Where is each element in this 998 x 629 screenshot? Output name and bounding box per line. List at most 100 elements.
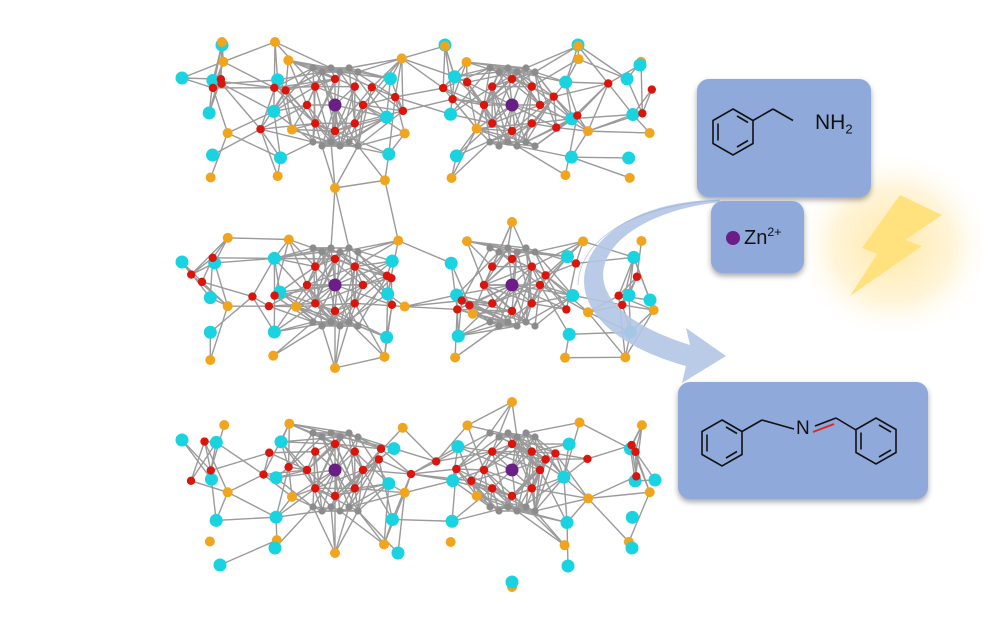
lattice-bond: [213, 262, 229, 307]
lattice-atom-red: [350, 262, 359, 271]
lattice-bond: [404, 299, 462, 308]
lattice-atom-orange: [222, 128, 233, 139]
lattice-atom-cyan: [175, 433, 189, 447]
lattice-bond: [395, 87, 444, 98]
lattice-bond: [357, 275, 388, 327]
lattice-atom-gray: [318, 507, 326, 515]
lattice-atom-red: [571, 259, 581, 268]
lattice-bond: [285, 78, 336, 92]
lattice-bond: [306, 284, 341, 327]
lattice-atom-red: [507, 74, 517, 84]
benzylamine-box: NH2: [697, 79, 871, 197]
lattice-bond: [576, 83, 609, 117]
lattice-bond: [491, 274, 546, 305]
lattice-atom-gray: [354, 433, 362, 441]
lattice-bond: [466, 240, 527, 249]
lattice-bond: [516, 451, 533, 512]
lattice-atom-red: [187, 270, 196, 279]
lattice-bond: [362, 448, 382, 471]
lattice-atom-gray: [504, 429, 512, 437]
lattice-bond: [221, 83, 262, 130]
lattice-atom-red: [479, 465, 489, 475]
lattice-atom-orange: [379, 175, 390, 186]
lattice-atom-red: [527, 447, 536, 456]
lattice-bond: [334, 145, 359, 189]
lattice-bond: [452, 98, 485, 106]
lattice-bond: [334, 506, 350, 554]
lattice-bond: [284, 90, 293, 130]
lattice-bond: [466, 240, 493, 268]
lattice-bond: [525, 421, 580, 434]
lattice-bond: [466, 240, 485, 286]
lattice-bond: [454, 325, 500, 359]
lattice-atom-orange: [393, 235, 404, 246]
lattice-bond: [321, 71, 336, 132]
lattice-atom-red: [583, 454, 592, 464]
lattice-atom-red: [186, 476, 196, 485]
lattice-atom-orange: [283, 55, 294, 66]
lattice-bond: [273, 67, 314, 112]
lattice-bond: [516, 86, 533, 147]
lattice-bond: [181, 439, 212, 471]
lattice-atom-red: [330, 126, 340, 136]
lattice-bond: [272, 321, 314, 357]
lattice-atom-cyan: [622, 151, 636, 165]
lattice-atom-gray: [504, 318, 512, 326]
lattice-bond: [393, 447, 437, 463]
lattice-atom-red: [270, 83, 279, 92]
lattice-atom-red: [206, 466, 216, 475]
lattice-bond: [466, 81, 493, 124]
lattice-atom-orange: [446, 172, 457, 183]
lattice-atom-gray: [486, 429, 494, 437]
lattice-bond: [539, 284, 570, 335]
lattice-bond: [210, 479, 217, 521]
lattice-atom-gray: [318, 248, 326, 256]
lattice-bond: [563, 477, 568, 523]
lattice-bond: [354, 458, 380, 489]
lattice-bond: [279, 291, 332, 323]
lattice-bond: [312, 451, 316, 508]
lattice-bond: [362, 469, 394, 520]
lattice-atom-cyan: [505, 575, 519, 589]
lattice-atom-gray: [336, 507, 344, 515]
lattice-atom-orange: [399, 301, 410, 312]
lattice-bond: [397, 239, 452, 264]
lattice-bond: [306, 104, 341, 147]
lattice-bond: [449, 67, 491, 115]
lattice-atom-red: [488, 447, 497, 456]
lattice-bond: [334, 356, 385, 369]
lattice-bond: [511, 469, 518, 512]
lattice-bond: [404, 305, 458, 311]
lattice-atom-red: [632, 272, 642, 281]
lattice-atom-orange: [573, 41, 583, 51]
lattice-bond: [458, 325, 518, 337]
lattice-atom-gray: [513, 507, 521, 515]
lattice-bond: [362, 104, 404, 112]
amine-group-text: NH: [815, 111, 846, 134]
lattice-atom-gray: [522, 318, 530, 326]
lattice-bond: [334, 187, 350, 249]
lattice-bond: [354, 266, 389, 295]
lattice-atom-red: [350, 82, 359, 91]
lattice-bond: [288, 436, 323, 468]
lattice-atom-red: [358, 465, 368, 475]
lattice-bond: [306, 265, 356, 286]
lattice-bond: [269, 450, 316, 454]
lattice-bond: [330, 432, 359, 438]
lattice-atom-cyan: [449, 149, 463, 163]
lattice-atom-gray: [531, 248, 539, 256]
lattice-atom-gray: [513, 322, 521, 330]
lattice-bond: [348, 116, 387, 143]
lattice-atom-red: [358, 280, 368, 290]
lattice-bond: [442, 87, 493, 124]
zinc-catalyst-box: Zn2+: [711, 201, 804, 273]
lattice-bond: [357, 57, 402, 73]
lattice-bond: [348, 459, 380, 508]
lattice-atom-purple: [328, 278, 342, 292]
lattice-atom-red: [488, 119, 497, 128]
lattice-atom-red: [302, 465, 312, 475]
lattice-atom-cyan: [385, 254, 399, 268]
lattice-atom-gray: [336, 68, 344, 76]
lattice-bond: [442, 87, 478, 130]
